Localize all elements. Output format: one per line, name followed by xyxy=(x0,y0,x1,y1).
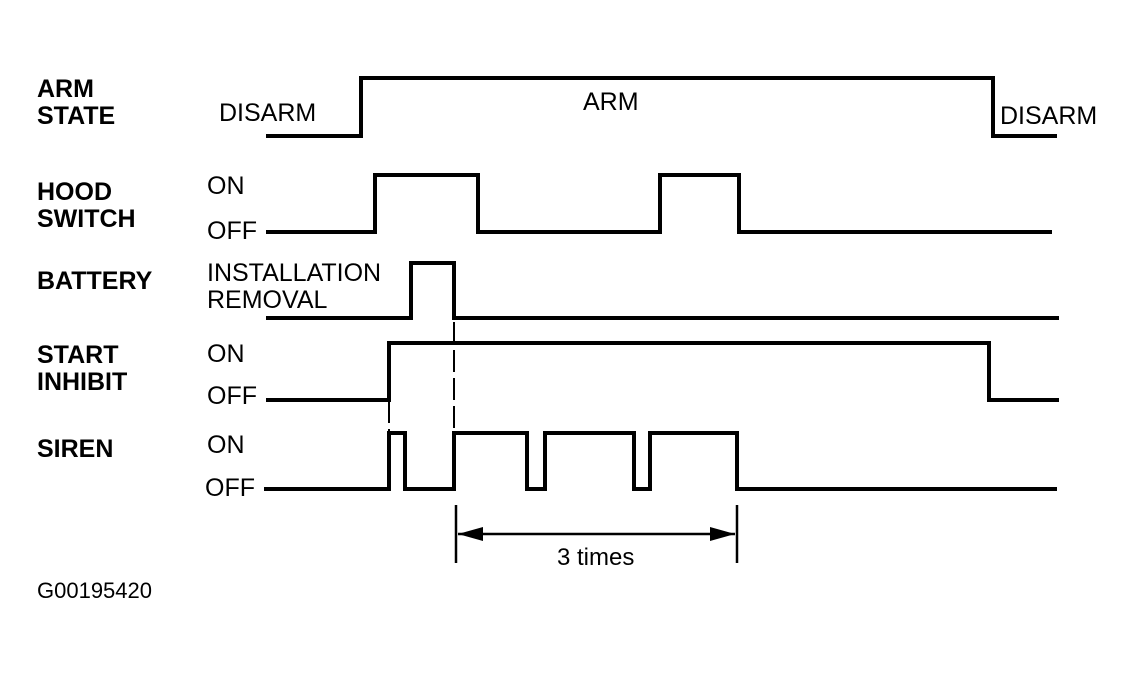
battery-waveform xyxy=(266,261,1059,320)
siren-label: SIREN xyxy=(37,435,114,463)
arm-state-waveform xyxy=(266,76,1057,138)
three-times-label: 3 times xyxy=(557,544,635,571)
arrow-left-icon xyxy=(458,527,483,541)
start-inhibit-label: START INHIBIT xyxy=(37,341,128,396)
siren-on: ON xyxy=(207,431,245,459)
hood-switch-waveform xyxy=(266,173,1052,234)
three-times-dimension xyxy=(454,505,739,563)
arm-state-arm: ARM xyxy=(583,88,639,116)
figure-id: G00195420 xyxy=(37,578,152,603)
arm-state-disarm-left: DISARM xyxy=(219,99,317,127)
hood-switch-label: HOOD SWITCH xyxy=(37,178,136,233)
hood-switch-off: OFF xyxy=(207,217,257,245)
siren-waveform xyxy=(264,431,1057,491)
hood-switch-on: ON xyxy=(207,172,245,200)
battery-label: BATTERY xyxy=(37,267,153,295)
start-inhibit-off: OFF xyxy=(207,382,257,410)
start-inhibit-waveform xyxy=(266,341,1059,402)
start-inhibit-on: ON xyxy=(207,340,245,368)
battery-installation-removal: INSTALLATION REMOVAL xyxy=(207,259,382,314)
siren-off: OFF xyxy=(205,474,255,502)
arm-state-label: ARM STATE xyxy=(37,75,116,130)
arrow-right-icon xyxy=(710,527,735,541)
arm-state-disarm-right: DISARM xyxy=(1000,102,1098,130)
